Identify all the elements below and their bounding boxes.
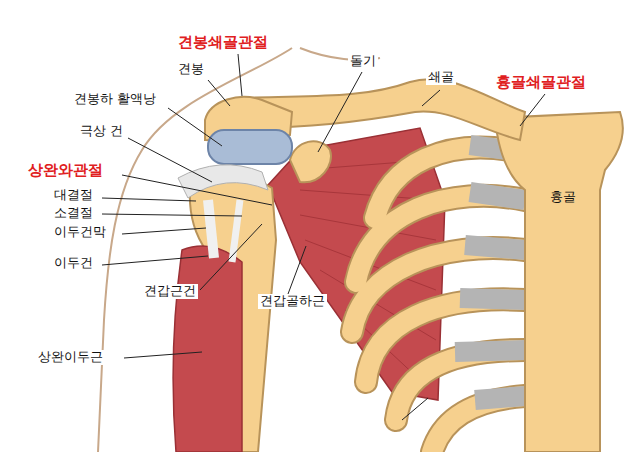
biceps-muscle bbox=[173, 246, 242, 452]
joint-label: 흉골쇄골관절 bbox=[494, 74, 588, 91]
ribs bbox=[352, 145, 525, 452]
coracoid-bone bbox=[290, 141, 331, 182]
part-label: 이두건 bbox=[52, 256, 95, 271]
joint-label: 상완와관절 bbox=[26, 162, 105, 179]
part-label: 견봉하 활액낭 bbox=[72, 92, 158, 107]
part-label: 견갑골하근 bbox=[258, 294, 327, 309]
part-label: 쇄골 bbox=[426, 70, 456, 85]
part-label: 이두건막 bbox=[52, 225, 108, 240]
joint-label: 견봉쇄골관절 bbox=[176, 34, 270, 51]
part-label: 대결절 bbox=[52, 188, 95, 203]
rotator-cuff-tendon bbox=[178, 165, 268, 198]
bursa bbox=[208, 130, 292, 164]
skin-outline bbox=[98, 48, 292, 452]
part-label: 상완이두근 bbox=[36, 350, 105, 365]
part-label: 소결절 bbox=[52, 206, 95, 221]
part-label: 돌기 bbox=[348, 54, 378, 69]
leader-lines bbox=[102, 54, 545, 420]
biceps-tendon bbox=[208, 200, 214, 258]
part-label: 극상 건 bbox=[78, 124, 125, 139]
part-label: 견갑근건 bbox=[142, 284, 198, 299]
part-label: 견봉 bbox=[176, 62, 206, 77]
part-label: 흉골 bbox=[548, 190, 578, 205]
sternum-bone bbox=[495, 112, 623, 452]
biceps-tendon bbox=[232, 200, 240, 262]
